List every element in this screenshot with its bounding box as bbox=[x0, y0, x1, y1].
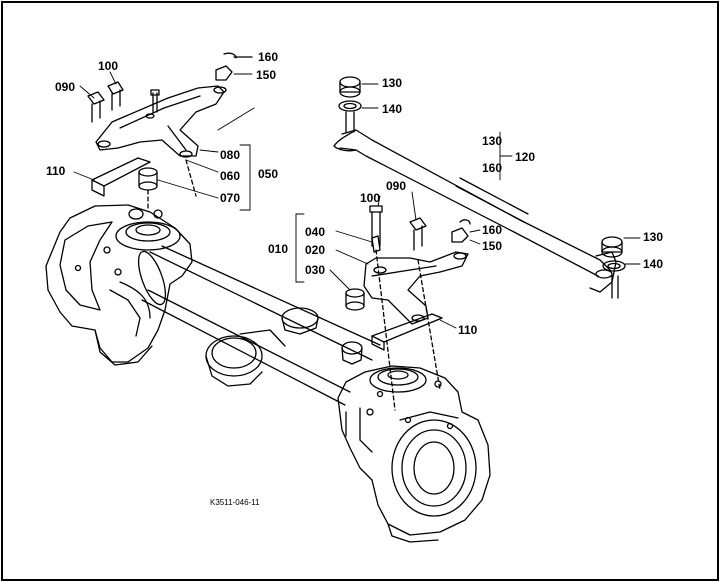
callout-left-050: 050 bbox=[258, 167, 279, 181]
callout-left-150: 150 bbox=[256, 68, 277, 82]
callout-130-end: 130 bbox=[643, 230, 664, 244]
callout-130-group: 130 bbox=[482, 134, 503, 148]
callout-left-110: 110 bbox=[46, 164, 66, 178]
callout-left-070: 070 bbox=[220, 191, 241, 205]
leader-lines bbox=[73, 71, 641, 329]
right-knuckle-arm bbox=[147, 159, 471, 411]
callout-right-100: 100 bbox=[360, 191, 381, 205]
callout-040: 040 bbox=[305, 225, 326, 239]
callout-130-top: 130 bbox=[382, 76, 403, 90]
callout-left-100: 100 bbox=[98, 59, 119, 73]
tie-rod-assembly bbox=[333, 76, 626, 299]
callout-030: 030 bbox=[305, 263, 326, 277]
callout-120: 120 bbox=[515, 150, 536, 164]
drawing-code: K3511-046-11 bbox=[210, 498, 260, 507]
left-steering-arm bbox=[87, 52, 253, 197]
callout-140-end: 140 bbox=[643, 257, 664, 271]
callout-140-top: 140 bbox=[382, 102, 403, 116]
callout-left-080: 080 bbox=[220, 148, 241, 162]
callout-right-110: 110 bbox=[458, 323, 478, 337]
callout-left-060: 060 bbox=[220, 169, 241, 183]
callout-020: 020 bbox=[305, 243, 326, 257]
callout-right-160: 160 bbox=[482, 223, 503, 237]
callout-right-090: 090 bbox=[386, 179, 407, 193]
callout-left-160: 160 bbox=[258, 50, 279, 64]
front-axle-housing bbox=[45, 204, 491, 543]
callout-010: 010 bbox=[268, 242, 289, 256]
callout-left-090: 090 bbox=[55, 80, 76, 94]
callout-160-group: 160 bbox=[482, 161, 503, 175]
callout-right-150: 150 bbox=[482, 239, 503, 253]
